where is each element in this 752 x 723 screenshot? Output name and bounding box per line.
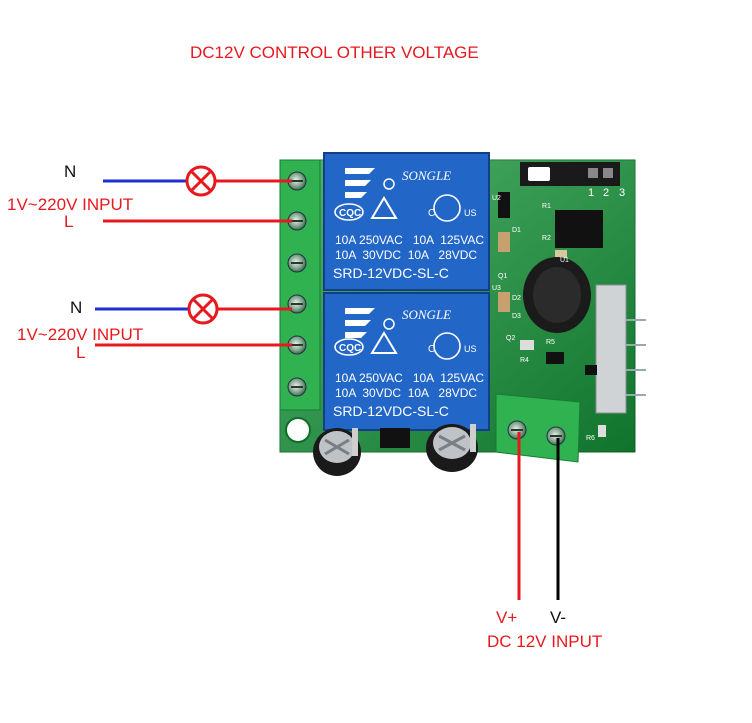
channel-1-l-label: L	[64, 212, 74, 231]
terminal-block-left	[279, 159, 321, 411]
chip-u1	[555, 210, 603, 248]
crystal-oscillator	[595, 284, 627, 414]
pcb-label-r5: R5	[546, 339, 555, 346]
pcb-label-d1: D1	[512, 227, 521, 234]
relay-1-rating-1: 10A 250VAC 10A 125VAC	[335, 233, 484, 247]
pcb-label-d2: D2	[512, 295, 521, 302]
relay-2	[323, 292, 490, 431]
diode-d2	[498, 292, 510, 312]
capacitor-1	[313, 428, 361, 476]
pcb-label-r1: R1	[542, 203, 551, 210]
channel-2-n-label: N	[70, 298, 83, 317]
dc-vplus-label: V+	[496, 608, 518, 627]
pcb-label-u1: U1	[560, 257, 569, 264]
terminal-block-dc	[495, 393, 581, 463]
screw-terminal	[507, 420, 527, 440]
relay-2-brand: SONGLE	[402, 307, 451, 322]
relay-2-c-mark: C	[428, 344, 435, 355]
header-pin-2: 2	[603, 187, 609, 199]
relay-2-rating-2: 10A 30VDC 10A 28VDC	[335, 386, 477, 400]
diagram-title: DC12V CONTROL OTHER VOLTAGE	[190, 43, 479, 62]
pcb-label-r6: R6	[586, 435, 595, 442]
diode-d1	[498, 232, 510, 252]
channel-1-n-label: N	[64, 162, 77, 181]
header-pin-3: 3	[619, 187, 625, 199]
pcb-label-u2: U2	[492, 195, 501, 202]
pcb-label-q1: Q1	[498, 273, 507, 280]
mounting-hole	[285, 417, 311, 443]
relay-1	[323, 152, 490, 291]
dc-vminus-label: V-	[550, 608, 567, 627]
learn-button	[528, 167, 550, 181]
channel-2-l-label: L	[76, 343, 86, 362]
relay-2-model: SRD-12VDC-SL-C	[333, 403, 449, 419]
screw-terminal	[287, 294, 307, 314]
channel-1-load-lamp-icon	[185, 165, 217, 197]
relay-2-rating-1: 10A 250VAC 10A 125VAC	[335, 371, 484, 385]
pcb-label-r4: R4	[520, 357, 529, 364]
transistor	[380, 428, 410, 448]
capacitor-2	[426, 424, 478, 472]
relay-1-us-mark: US	[464, 208, 477, 218]
screw-terminal	[287, 335, 307, 355]
relay-1-brand: SONGLE	[402, 168, 451, 183]
channel-2-load-lamp-icon	[187, 293, 219, 325]
channel-2-input-label: 1V~220V INPUT	[17, 325, 144, 344]
pcb-label-r2: R2	[542, 235, 551, 242]
relay-1-cert: CQC	[339, 208, 361, 219]
relay-1-c-mark: C	[428, 208, 435, 219]
pcb-label-u3: U3	[492, 285, 501, 292]
dc-input-label: DC 12V INPUT	[487, 632, 603, 651]
relay-1-rating-2: 10A 30VDC 10A 28VDC	[335, 248, 477, 262]
pcb-label-d3: D3	[512, 313, 521, 320]
receiver-circuit	[498, 162, 646, 437]
screw-terminal	[287, 253, 307, 273]
screw-terminal	[287, 377, 307, 397]
relay-2-us-mark: US	[464, 344, 477, 354]
pcb-label-q2: Q2	[506, 335, 515, 342]
channel-1-input-label: 1V~220V INPUT	[7, 195, 134, 214]
relay-2-cert: CQC	[339, 343, 361, 354]
header-pin-1: 1	[588, 187, 594, 199]
screw-terminal	[546, 426, 566, 446]
relay-1-model: SRD-12VDC-SL-C	[333, 265, 449, 281]
